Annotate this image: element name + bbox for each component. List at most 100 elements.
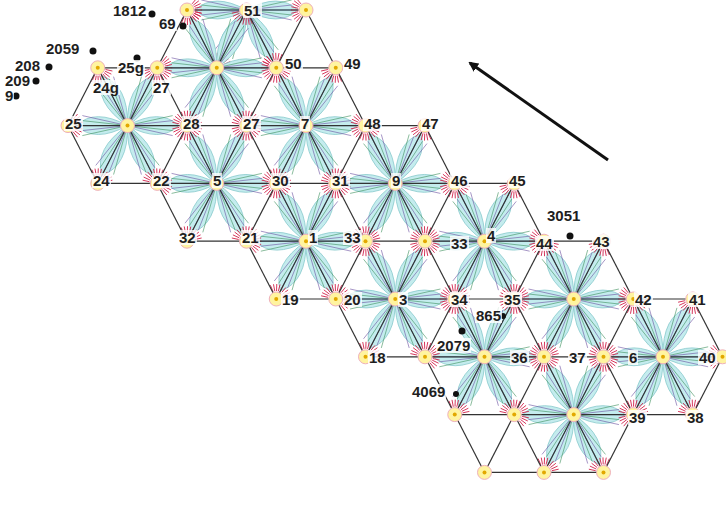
lattice-vertex-core bbox=[334, 297, 338, 301]
field-stripe bbox=[516, 400, 517, 407]
field-stripe bbox=[337, 76, 338, 83]
field-stripe bbox=[164, 61, 170, 64]
field-line bbox=[288, 195, 306, 242]
lattice-vertex-core bbox=[483, 470, 487, 474]
lattice-vertex-core bbox=[215, 66, 219, 70]
field-line bbox=[574, 415, 606, 455]
field-stripe bbox=[541, 458, 542, 465]
field-line bbox=[485, 241, 503, 288]
field-stripe bbox=[440, 185, 447, 187]
field-stripe bbox=[522, 296, 529, 298]
field-line bbox=[128, 84, 155, 126]
field-line bbox=[279, 126, 306, 168]
lattice-edge bbox=[128, 125, 188, 126]
lattice-vertex-core bbox=[304, 8, 308, 12]
field-line bbox=[203, 183, 217, 232]
field-stripe bbox=[602, 365, 603, 372]
field-stripe bbox=[457, 284, 459, 291]
field-stripe bbox=[410, 127, 417, 128]
field-stripe bbox=[440, 180, 447, 182]
lattice-vertex bbox=[210, 61, 224, 75]
lattice-edge bbox=[633, 299, 663, 357]
field-stripe bbox=[243, 18, 245, 25]
field-stripe bbox=[321, 70, 328, 71]
field-line bbox=[546, 373, 573, 415]
field-stripe bbox=[365, 134, 366, 141]
callout-number: 31 bbox=[331, 173, 350, 188]
callout-number: 1 bbox=[308, 230, 318, 245]
field-stripe bbox=[321, 296, 328, 297]
field-line bbox=[217, 68, 231, 117]
field-line bbox=[574, 259, 606, 299]
field-line bbox=[203, 68, 217, 117]
lattice-vertex bbox=[537, 465, 551, 479]
field-stripe bbox=[452, 307, 453, 314]
field-stripe bbox=[457, 400, 459, 407]
field-stripe bbox=[619, 301, 626, 303]
field-stripe bbox=[694, 400, 695, 407]
field-stripe bbox=[195, 12, 202, 13]
field-stripe bbox=[602, 249, 603, 256]
field-stripe bbox=[452, 191, 453, 198]
field-stripe bbox=[440, 301, 447, 303]
field-stripe bbox=[635, 307, 637, 314]
callout-number: 38 bbox=[686, 410, 705, 425]
lattice-vertex-core bbox=[423, 239, 427, 243]
field-line bbox=[306, 126, 338, 166]
field-line bbox=[645, 357, 663, 404]
field-line bbox=[185, 183, 217, 223]
field-line bbox=[574, 250, 588, 299]
callout-number: 6 bbox=[628, 350, 638, 365]
field-line bbox=[128, 126, 146, 173]
field-stripe bbox=[455, 400, 456, 407]
field-stripe bbox=[291, 12, 298, 14]
field-stripe bbox=[433, 243, 440, 245]
field-stripe bbox=[541, 365, 542, 372]
callout-number: 39 bbox=[628, 410, 647, 425]
lattice-edge bbox=[247, 241, 277, 299]
lattice-vertex-core bbox=[423, 355, 427, 359]
field-stripe bbox=[635, 400, 637, 407]
field-stripe bbox=[694, 307, 695, 314]
field-line bbox=[457, 357, 484, 399]
field-stripe bbox=[611, 350, 617, 353]
field-line bbox=[377, 183, 395, 230]
field-stripe bbox=[143, 180, 150, 181]
lattice-edge bbox=[336, 68, 366, 126]
field-line bbox=[574, 366, 588, 415]
lattice-vertex-core bbox=[721, 355, 725, 359]
lattice-edge bbox=[604, 299, 634, 357]
field-line bbox=[274, 241, 306, 281]
lattice-vertex bbox=[91, 61, 105, 75]
field-stripe bbox=[276, 76, 277, 83]
field-line bbox=[364, 183, 396, 223]
field-line bbox=[189, 68, 216, 110]
lattice-vertex bbox=[121, 119, 135, 133]
field-line bbox=[377, 299, 395, 346]
field-stripe bbox=[411, 245, 417, 248]
field-stripe bbox=[411, 129, 417, 132]
lattice-vertex bbox=[716, 350, 726, 364]
field-stripe bbox=[678, 411, 685, 412]
field-line bbox=[217, 21, 235, 68]
field-line bbox=[198, 21, 216, 68]
callout-number: 208 bbox=[14, 58, 41, 73]
field-stripe bbox=[424, 134, 425, 141]
field-stripe bbox=[262, 185, 269, 187]
field-line bbox=[636, 315, 663, 357]
callout-number: 34 bbox=[450, 292, 469, 307]
callout-number: 20 bbox=[343, 292, 362, 307]
field-stripe bbox=[278, 53, 279, 60]
field-line bbox=[185, 68, 217, 108]
field-stripe bbox=[365, 249, 366, 256]
lattice-vertex bbox=[537, 350, 551, 364]
field-stripe bbox=[421, 249, 423, 256]
field-line bbox=[457, 199, 484, 241]
lattice-vertex-core bbox=[602, 470, 606, 474]
lattice-vertices bbox=[61, 3, 726, 479]
field-line bbox=[306, 126, 324, 173]
field-line bbox=[542, 415, 574, 455]
lattice-edge bbox=[455, 183, 485, 241]
field-line bbox=[185, 28, 217, 68]
lattice-vertex-core bbox=[542, 355, 546, 359]
